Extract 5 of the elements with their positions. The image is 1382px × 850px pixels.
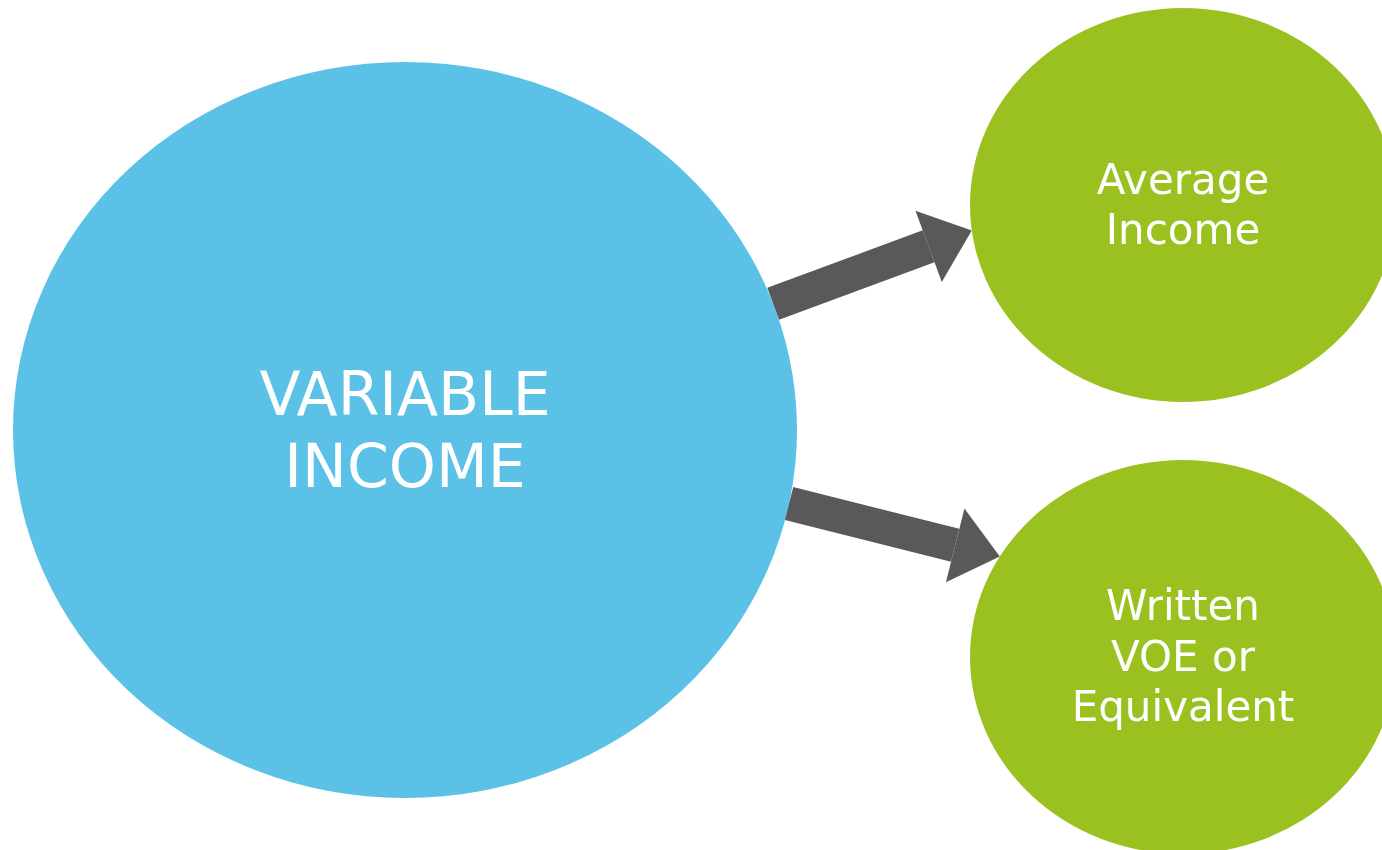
node-label: VARIABLE INCOME [258,358,552,502]
node-label: Average Income [1095,154,1271,256]
node-label: Written VOE or Equivalent [1070,581,1296,733]
arrow [767,210,972,320]
arrow [785,487,1000,583]
